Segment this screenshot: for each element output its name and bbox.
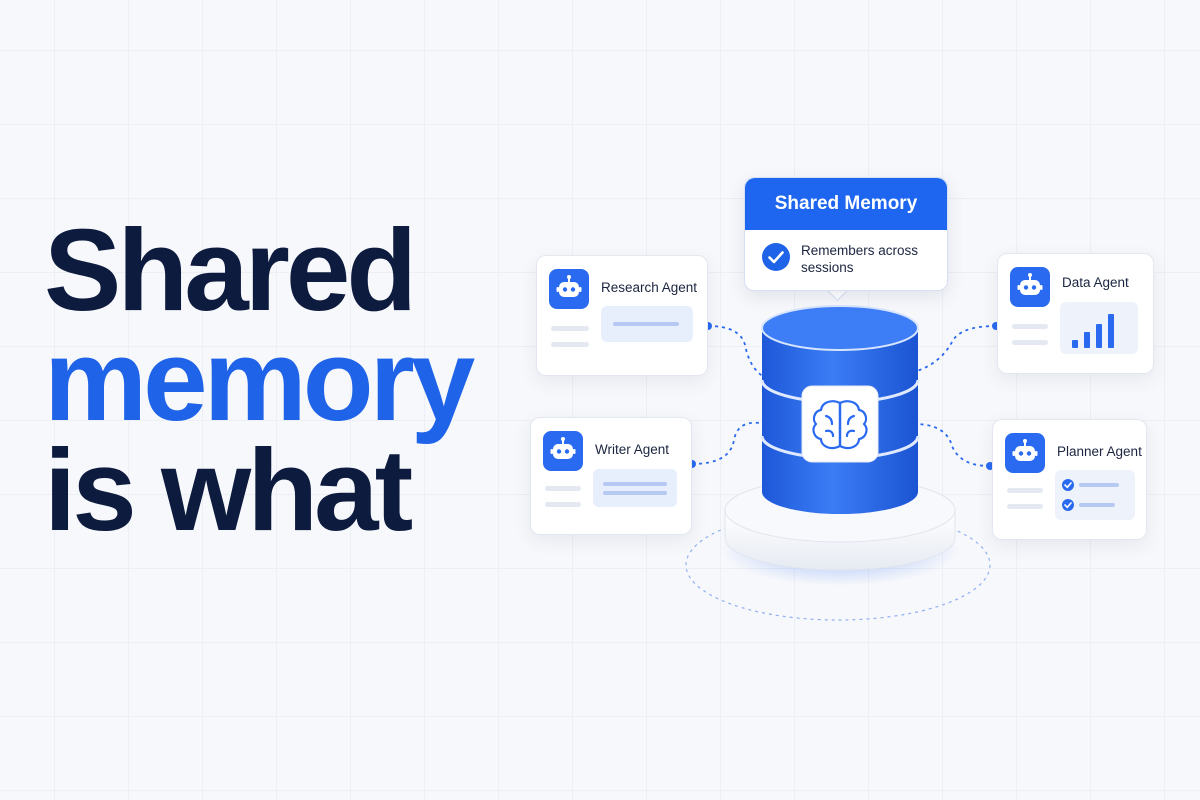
placeholder-line [551,342,589,347]
placeholder-line [545,486,581,491]
database-cylinder [685,305,991,621]
headline: Shared memory is what [44,205,475,555]
research-agent-card: Research Agent [536,255,708,376]
bar-chart-icon [1072,314,1114,348]
shared-memory-title: Shared Memory [745,178,947,230]
headline-line-2: memory [44,315,475,445]
connector-writer [691,421,767,465]
robot-icon [1010,267,1050,307]
data-agent-card: Data Agent [997,253,1154,374]
placeholder-line [1007,488,1043,493]
data-agent-title: Data Agent [1062,275,1129,290]
checklist-panel [1055,470,1135,520]
placeholder-line [1012,324,1048,329]
bar-chart-panel [1060,302,1138,354]
check-circle-icon [762,243,790,271]
writer-agent-title: Writer Agent [595,442,670,457]
headline-line-1: Shared [44,205,417,335]
placeholder-line [1012,340,1048,345]
robot-icon [549,269,589,309]
research-agent-title: Research Agent [601,280,698,295]
placeholder-line [551,326,589,331]
writer-agent-card: Writer Agent [530,417,692,535]
placeholder-line [1007,504,1043,509]
shared-memory-note: Remembers across sessions [801,243,919,275]
chat-bubble [601,306,693,342]
planner-agent-card: Planner Agent [992,419,1147,540]
robot-icon [1005,433,1045,473]
connector-planner [913,423,991,467]
checklist-icon [1062,479,1119,511]
robot-icon [543,431,583,471]
shared-memory-card: Shared Memory Remembers across sessions [744,177,948,291]
orbit-ring [685,509,991,621]
connector-research [707,325,767,379]
cylinder-top [761,305,919,351]
text-block [593,469,677,507]
headline-line-3: is what [44,425,413,555]
brain-icon [812,400,868,450]
placeholder-line [545,502,581,507]
planner-agent-title: Planner Agent [1057,444,1142,459]
